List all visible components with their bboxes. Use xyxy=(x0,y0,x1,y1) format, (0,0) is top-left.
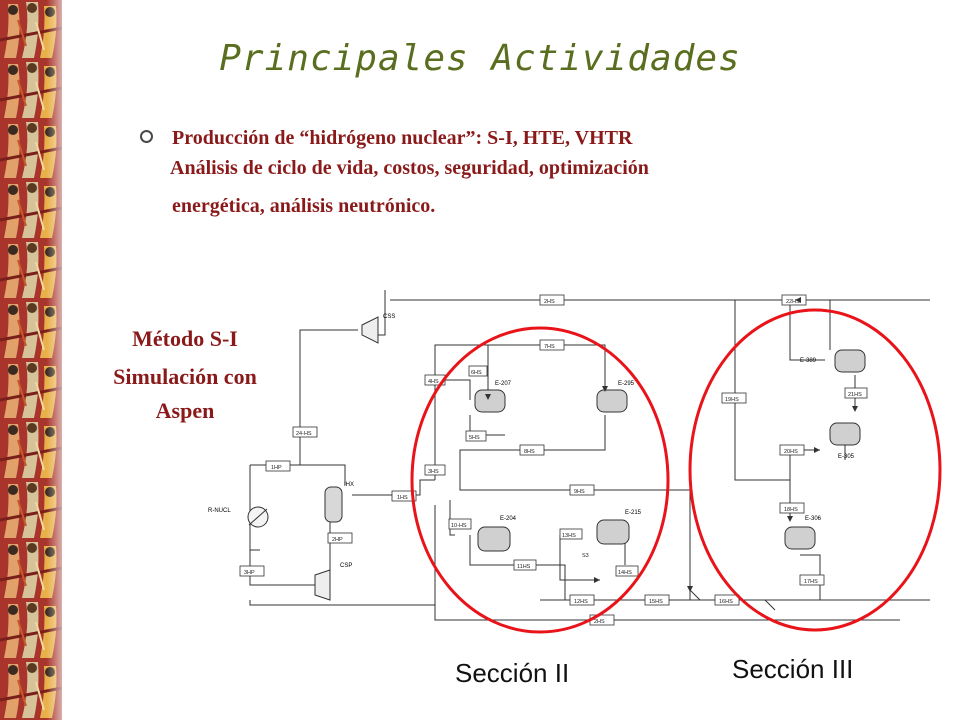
label-1hs: 1HS xyxy=(397,495,408,501)
exchanger-e215: E-215 xyxy=(596,510,642,545)
decorative-side-strip xyxy=(0,0,62,720)
slide-title: Principales Actividades xyxy=(219,38,741,79)
label-7hs: 7HS xyxy=(544,344,555,350)
compressor-csp: CSP xyxy=(314,563,352,601)
label-2hs-top: 2HS xyxy=(544,299,555,305)
label-15hs: 15HS xyxy=(649,599,663,605)
label-5hs: 5HS xyxy=(469,435,480,441)
bullet-line-2: Análisis de ciclo de vida, costos, segur… xyxy=(170,157,649,179)
label-e306: E-306 xyxy=(805,516,822,522)
label-csp: CSP xyxy=(340,563,352,569)
label-20hs: 20HS xyxy=(784,449,798,455)
label-e204: E-204 xyxy=(500,516,517,522)
stream-boxes xyxy=(239,294,868,626)
label-e389: E-389 xyxy=(800,358,817,364)
label-rnucl: R-NUCL xyxy=(208,508,231,514)
compressor-css: CSS xyxy=(361,314,395,344)
exchanger-ihx: IHX xyxy=(324,482,354,523)
label-s3: S3 xyxy=(582,553,589,559)
label-e295: E-295 xyxy=(618,381,635,387)
label-css: CSS xyxy=(383,314,395,320)
label-2hp: 2HP xyxy=(332,537,343,543)
method-caption: Método S-I Simulación con Aspen xyxy=(90,322,280,428)
stream-labels: 24-HS 1HP 1HS 2HP 3HP 2HS 7HS 6HS 4HS 5H… xyxy=(244,299,862,625)
exchanger-e389: E-389 xyxy=(800,349,866,373)
label-e215: E-215 xyxy=(625,510,642,516)
label-19hs: 19HS xyxy=(725,397,739,403)
bullet-line-3: energética, análisis neutrónico. xyxy=(172,195,436,217)
label-13hs: 13HS xyxy=(562,533,576,539)
exchanger-e295: E-295 xyxy=(596,381,635,413)
label-e207: E-207 xyxy=(495,381,512,387)
bullet-line-1: Producción de “hidrógeno nuclear”: S-I, … xyxy=(172,127,633,149)
method-line-3: Aspen xyxy=(155,398,215,423)
section-iii-circle xyxy=(688,308,942,632)
label-8hs: 8HS xyxy=(524,449,535,455)
label-6hs: 6HS xyxy=(471,370,482,376)
section-iii-label: Sección III xyxy=(732,654,854,684)
exchanger-e306: E-306 xyxy=(784,516,822,550)
label-24hs: 24-HS xyxy=(296,431,312,437)
label-10hs: 10-HS xyxy=(451,523,467,529)
flow-arrows xyxy=(485,297,858,592)
label-2hs-bottom: 2HS xyxy=(594,619,605,625)
reactor-rnucl: R-NUCL xyxy=(208,506,269,528)
label-21hs: 21HS xyxy=(848,392,862,398)
flow-lines xyxy=(249,290,930,621)
exchanger-e204: E-204 xyxy=(477,516,517,552)
label-4hs: 4HS xyxy=(428,379,439,385)
label-14hs: 14HS xyxy=(618,570,632,576)
label-3hp: 3HP xyxy=(244,570,255,576)
section-ii-label: Sección II xyxy=(455,658,570,688)
exchanger-e207: E-207 xyxy=(474,381,512,413)
label-12hs: 12HS xyxy=(574,599,588,605)
exchanger-e305: E-305 xyxy=(829,422,861,460)
bullet-dot-icon xyxy=(140,130,153,143)
label-17hs: 17HS xyxy=(804,579,818,585)
label-1hp: 1HP xyxy=(271,465,282,471)
label-3hs: 3HS xyxy=(428,469,439,475)
label-11hs: 11HS xyxy=(517,564,531,570)
label-16hs: 16HS xyxy=(719,599,733,605)
label-22hs: 22HS xyxy=(786,299,800,305)
method-line-2: Simulación con xyxy=(113,364,257,389)
label-e305: E-305 xyxy=(838,454,855,460)
label-9hs: 9HS xyxy=(574,489,585,495)
label-18hs: 18HS xyxy=(784,507,798,513)
label-ihx: IHX xyxy=(344,482,354,488)
method-line-1: Método S-I xyxy=(132,326,238,351)
section-ii-circle xyxy=(410,326,670,634)
